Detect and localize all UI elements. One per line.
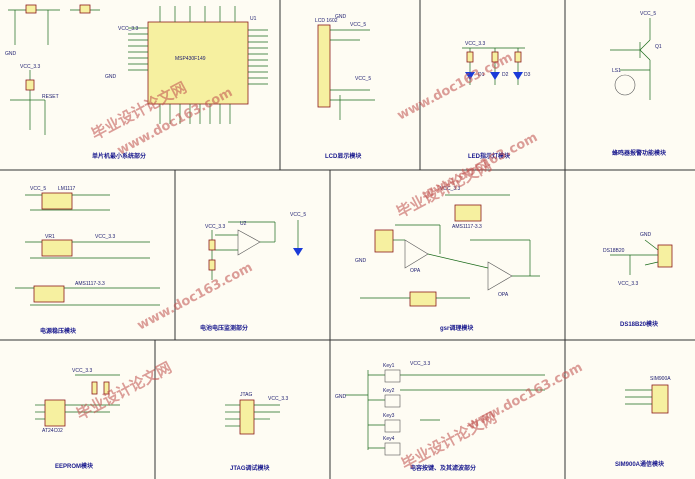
ds-gnd-label: GND: [640, 232, 652, 238]
jtag-chip-label: JTAG: [240, 392, 253, 398]
section-title-keys: 电容按键、及其滤波部分: [410, 464, 476, 472]
eeprom-chip-label: AT24C02: [42, 428, 63, 434]
lcd-chip-label: LCD 1602: [315, 18, 338, 24]
section-title-buzzer: 蜂鸣器报警功能模块: [612, 149, 667, 157]
keys-gnd-label: GND: [335, 394, 347, 400]
lcd-vcc-label: VCC_5: [350, 22, 366, 28]
power-ams-label: AMS1117-3.3: [75, 281, 105, 287]
section-title-jtag: JTAG调试模块: [230, 464, 271, 472]
section-title-led: LED指示灯模块: [468, 152, 511, 160]
keys-section: Key1 Key2 Key3 Key4 VCC_3.3 GND 电容按键、及其滤…: [335, 361, 545, 472]
power-vcc-label: VCC_5: [30, 186, 46, 192]
section-title-gsr: gsr调理模块: [440, 324, 474, 332]
power-section: VCC_5 LM1117 VR1 AMS1117-3.3 VCC_3.3 电源稳…: [15, 186, 160, 335]
sim-chip-label: SIM900A: [650, 376, 671, 382]
watermark-url-2: www.doc163.com: [420, 130, 540, 203]
section-title-batt: 电池电压监测部分: [200, 324, 248, 332]
led-section: VCC_3.3 D1 D2 D3 LED指示灯模块: [462, 41, 531, 160]
ds18b20-section: DS18B20 GND VCC_3.3 DS18B20模块: [603, 232, 673, 328]
led-d3-label: D3: [524, 72, 531, 78]
section-title-eeprom: EEPROM模块: [55, 462, 94, 470]
mcu-gnd-label-2: GND: [105, 74, 117, 80]
section-title-sim: SIM900A通信模块: [615, 460, 665, 468]
section-title-ds: DS18B20模块: [620, 320, 659, 328]
eeprom-vcc-label: VCC_3.3: [72, 368, 93, 374]
ds-label: DS18B20: [603, 248, 625, 254]
ds-vcc-label: VCC_3.3: [618, 281, 639, 287]
batt-vcc-label: VCC_3.3: [205, 224, 226, 230]
eeprom-section: VCC_3.3 AT24C02 EEPROM模块: [35, 368, 120, 470]
buzzer-vcc-label: VCC_5: [640, 11, 656, 17]
section-title-mcu: 单片机最小系统部分: [92, 152, 146, 160]
keys-vcc-label: VCC_3.3: [410, 361, 431, 367]
batt-vcc5-label: VCC_5: [290, 212, 306, 218]
key3-label: Key3: [383, 413, 395, 419]
reset-vcc-label: VCC_3.3: [20, 64, 41, 70]
power-lm1117-label: LM1117: [58, 186, 76, 192]
mcu-section: U1 MSP430F149 VCC_3.3 VCC_3.3 RESET GND …: [5, 4, 268, 160]
key1-label: Key1: [383, 363, 395, 369]
buzzer-section: VCC_5 Q1 LS1 蜂鸣器报警功能模块: [610, 11, 667, 157]
key4-label: Key4: [383, 436, 395, 442]
power-vr1-label: VR1: [45, 234, 55, 240]
gsr-gnd-label: GND: [355, 258, 367, 264]
power-vcc33-label: VCC_3.3: [95, 234, 116, 240]
buzzer-q1-label: Q1: [655, 44, 662, 50]
section-title-lcd: LCD显示模块: [325, 152, 362, 160]
lcd-gnd-label: GND: [335, 14, 347, 20]
watermark-url-3: www.doc163.com: [135, 260, 255, 333]
jtag-section: JTAG VCC_3.3 JTAG调试模块: [225, 392, 289, 472]
watermark-layer: 毕业设计论文网 www.doc163.com 毕业设计论文网 www.doc16…: [73, 50, 585, 473]
section-title-power: 电源稳压模块: [40, 327, 77, 335]
jtag-vcc-label: VCC_3.3: [268, 396, 289, 402]
sim-section: SIM900A SIM900A通信模块: [615, 376, 671, 468]
watermark-url-4: www.doc163.com: [465, 360, 585, 433]
mcu-gnd-label: GND: [5, 51, 17, 57]
gsr-section: VCC_3.3 AMS1117-3.3 OPA OPA GND gsr调理模块: [355, 186, 540, 332]
led-vcc-label: VCC_3.3: [465, 41, 486, 47]
mcu-u1-label: U1: [250, 16, 257, 22]
batt-u2-label: U2: [240, 221, 247, 227]
battery-section: VCC_3.3 VCC_5 U2 电池电压监测部分: [200, 212, 306, 332]
mcu-chip-label: MSP430F149: [175, 56, 206, 62]
lcd-vcc-label-2: VCC_5: [355, 76, 371, 82]
led-d1-label: D1: [478, 72, 485, 78]
watermark-url-5: www.doc163.com: [395, 50, 515, 123]
mcu-vcc-label: VCC_3.3: [118, 26, 139, 32]
key2-label: Key2: [383, 388, 395, 394]
lcd-section: LCD 1602 VCC_5 VCC_5 GND LCD显示模块: [315, 14, 375, 160]
buzzer-ls1-label: LS1: [612, 68, 621, 74]
led-d2-label: D2: [502, 72, 509, 78]
gsr-vcc-label: VCC_3.3: [440, 186, 461, 192]
gsr-opa-label-2: OPA: [498, 292, 509, 298]
reset-label: RESET: [42, 94, 59, 100]
gsr-ams-label: AMS1117-3.3: [452, 224, 482, 230]
gsr-opa-label: OPA: [410, 268, 421, 274]
